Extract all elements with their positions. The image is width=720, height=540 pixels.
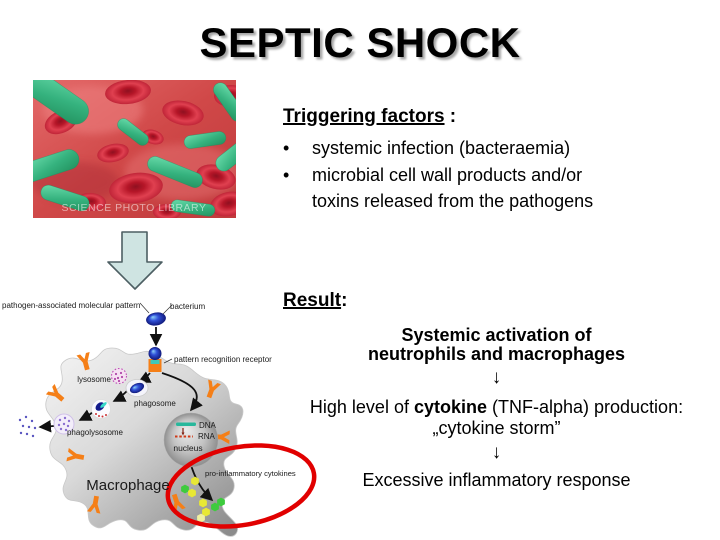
macrophage-body xyxy=(45,347,244,537)
transcription-arrowhead xyxy=(181,432,185,436)
bacterium-icon xyxy=(146,312,166,326)
arrow-to-nucleus xyxy=(161,372,203,412)
macrophage-diagram: pathogen-associated molecular pattern ba… xyxy=(0,290,330,540)
flow-down-arrow-2: ↓ xyxy=(491,442,502,463)
label-macrophage: Macrophage xyxy=(86,477,169,494)
red-emphasis-ellipse xyxy=(165,443,317,529)
label-phagosome: phagosome xyxy=(134,399,176,408)
triggering-block: Triggering factors : • systemic infectio… xyxy=(283,103,713,214)
label-bacterium: bacterium xyxy=(170,302,205,311)
label-pamp: pathogen-associated molecular pattern xyxy=(2,301,140,310)
arrow-exocytosis xyxy=(38,419,55,433)
phagolysosome-vesicle xyxy=(91,399,111,419)
bullet-1-text: systemic infection (bacteraemia) xyxy=(312,138,571,158)
label-rna: RNA xyxy=(198,432,216,441)
result-line-storm: „cytokine storm” xyxy=(432,418,561,438)
blood-bacteria-illustration: SCIENCE PHOTO LIBRARY xyxy=(33,80,236,218)
label-lysosome: lysosome xyxy=(77,375,111,384)
down-block-arrow-shape xyxy=(107,231,163,290)
bullet-icon: • xyxy=(283,138,290,158)
label-prr: pattern recognition receptor xyxy=(174,355,272,364)
result-line-excessive: Excessive inflammatory response xyxy=(362,470,631,490)
label-nucleus: nucleus xyxy=(173,443,202,453)
triggering-heading-colon: : xyxy=(444,106,457,127)
pamp-leader-line xyxy=(139,302,150,314)
result-heading: Result: xyxy=(283,288,710,313)
label-cytokines: pro-inflammatory cytokines xyxy=(205,469,296,478)
result-bold-line-2: neutrophils and macrophages xyxy=(367,344,626,364)
bullet-2-text: microbial cell wall products and/or xyxy=(312,165,583,185)
down-block-arrow xyxy=(107,231,163,290)
result-flow: Systemic activation of neutrophils and m… xyxy=(283,326,710,491)
lysosome-vesicle xyxy=(110,367,128,385)
prr-leader-line xyxy=(163,358,173,364)
expelled-debris-dots xyxy=(18,415,37,438)
blood-bacteria-photo: SCIENCE PHOTO LIBRARY xyxy=(33,80,236,218)
result-heading-text: Result xyxy=(283,290,342,311)
arrow-to-digestion-vesicle xyxy=(78,409,94,421)
result-bold-line-1: Systemic activation of xyxy=(401,325,592,345)
prr-binding-site xyxy=(150,360,160,364)
bullet-item-1: • systemic infection (bacteraemia) xyxy=(283,135,713,162)
label-dna: DNA xyxy=(199,421,217,430)
result-block: Result: Systemic activation of neutrophi… xyxy=(283,288,710,491)
green-bacteria-rods xyxy=(33,80,236,217)
high-level-pre: High level of xyxy=(309,397,414,417)
bullet-item-2: • microbial cell wall products and/or xyxy=(283,162,713,189)
high-level-cytokine: cytokine xyxy=(413,397,487,417)
bound-bacterium-icon xyxy=(148,347,162,360)
bullet-icon: • xyxy=(283,165,290,185)
triggering-heading: Triggering factors : xyxy=(283,103,713,130)
label-phagolysosome: phagolysosome xyxy=(67,428,124,437)
result-heading-colon: : xyxy=(341,290,348,311)
phagosome-vesicle xyxy=(125,379,149,397)
photo-watermark: SCIENCE PHOTO LIBRARY xyxy=(62,202,207,214)
nucleus-circle xyxy=(163,412,219,468)
triggering-heading-text: Triggering factors xyxy=(283,106,445,127)
high-level-post: (TNF-alpha) production: xyxy=(487,397,684,417)
dna-bar xyxy=(176,422,196,426)
digestion-vesicle xyxy=(53,413,75,435)
slide-title: SEPTIC SHOCK xyxy=(199,19,521,66)
bacterium-leader-line xyxy=(162,304,173,315)
result-line-high-level: High level of cytokine (TNF-alpha) produ… xyxy=(283,397,710,418)
bullet-2-continuation: toxins released from the pathogens xyxy=(312,191,594,211)
flow-down-arrow-1: ↓ xyxy=(491,367,502,388)
